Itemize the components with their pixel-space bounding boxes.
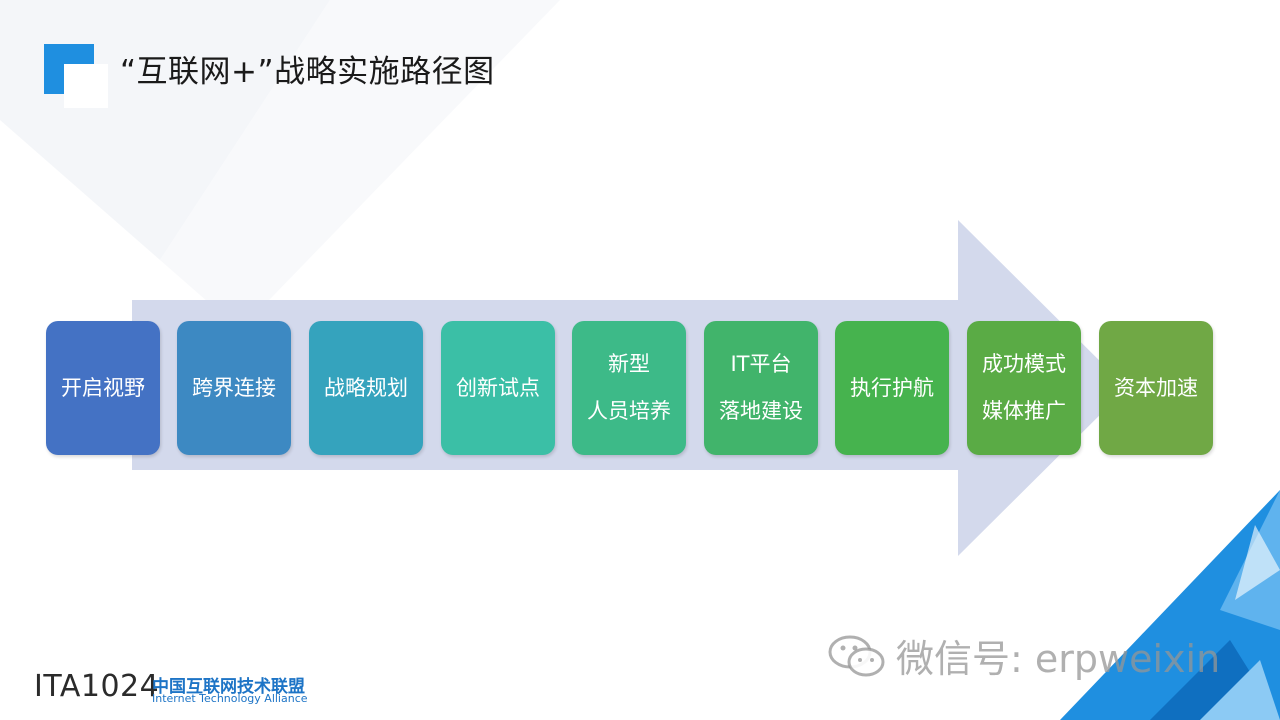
step-4-label: 创新试点 [456, 375, 540, 400]
step-5-label-line1: 新型 [608, 352, 650, 376]
step-3: 战略规划 [309, 321, 423, 455]
watermark-text: 微信号: erpweixin [896, 637, 1221, 681]
step-9: 资本加速 [1099, 321, 1213, 455]
step-5-label-line2: 人员培养 [587, 399, 671, 423]
corner-decoration [1060, 490, 1280, 720]
wechat-watermark: 微信号: erpweixin [826, 628, 1220, 683]
step-6-label-line2: 落地建设 [719, 399, 803, 423]
step-4: 创新试点 [441, 321, 555, 455]
step-8: 成功模式 媒体推广 [967, 321, 1081, 455]
step-7-label: 执行护航 [850, 375, 934, 400]
step-8-label-line1: 成功模式 [982, 352, 1066, 376]
step-5: 新型 人员培养 [572, 321, 686, 455]
wechat-icon [828, 635, 885, 676]
step-1-label: 开启视野 [61, 375, 145, 400]
step-1: 开启视野 [46, 321, 160, 455]
logo-mark-icon [44, 44, 108, 108]
step-9-label: 资本加速 [1114, 375, 1198, 400]
footer-org-cn: 中国互联网技术联盟 [152, 677, 305, 697]
step-2-label: 跨界连接 [192, 375, 276, 400]
footer-brand: ITA1024 [34, 669, 160, 704]
step-6-label-line1: IT平台 [730, 352, 792, 376]
step-2: 跨界连接 [177, 321, 291, 455]
page-title: “互联网+”战略实施路径图 [120, 54, 495, 90]
step-6: IT平台 落地建设 [704, 321, 818, 455]
step-8-label-line2: 媒体推广 [982, 399, 1066, 423]
process-steps: 开启视野 跨界连接 战略规划 创新试点 新型 人员培养 IT平台 落地建设 执行… [46, 321, 1214, 455]
footer-org-en: Internet Technology Alliance [152, 692, 308, 705]
step-3-label: 战略规划 [324, 375, 408, 400]
step-7: 执行护航 [835, 321, 949, 455]
